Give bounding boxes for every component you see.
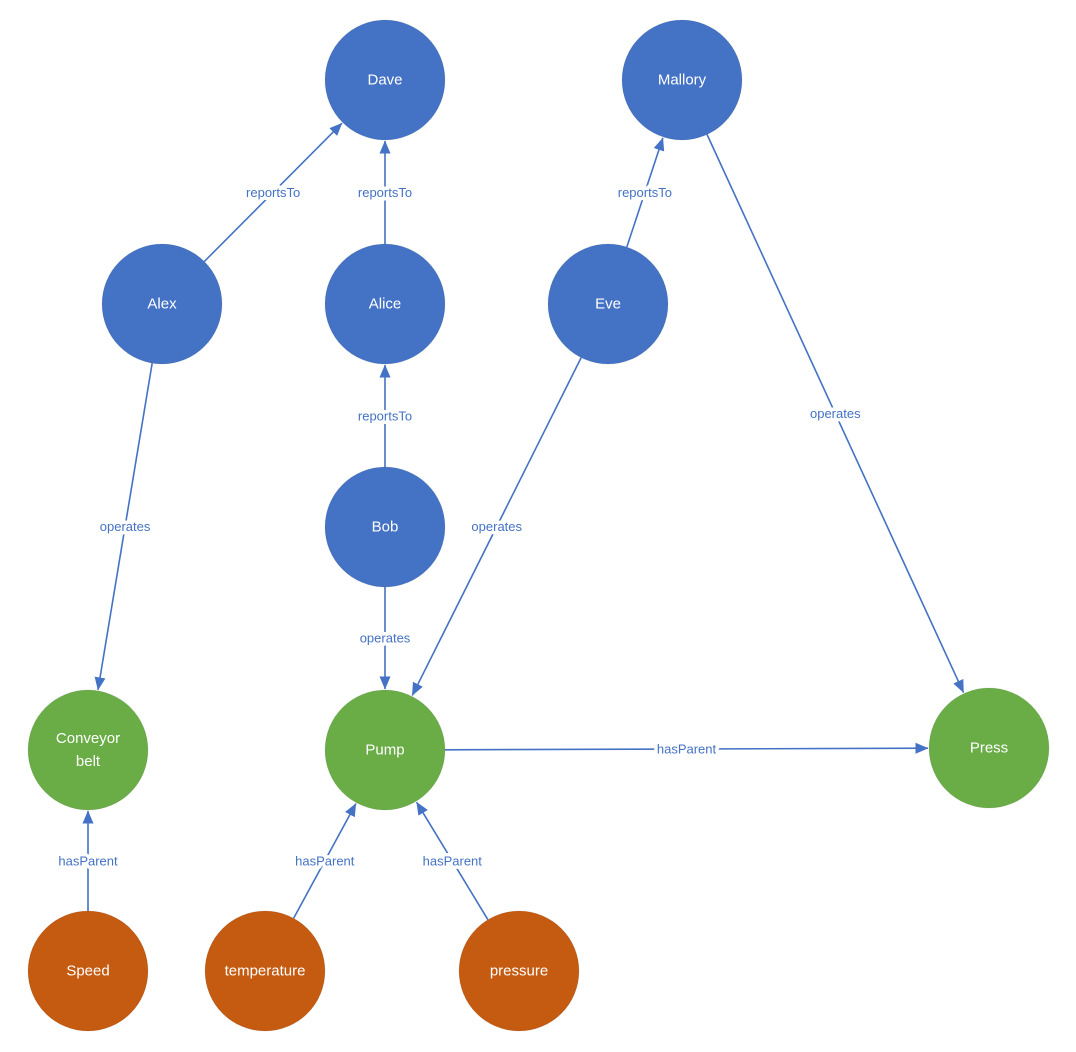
edge-alex-conveyor-belt bbox=[94, 363, 153, 691]
node-circle-press[interactable] bbox=[928, 687, 1050, 809]
edge-label-bob-pump: operates bbox=[360, 631, 411, 646]
edge-label-alex-dave: reportsTo bbox=[246, 185, 300, 200]
edge-label-eve-mallory: reportsTo bbox=[618, 185, 672, 200]
node-circle-dave[interactable] bbox=[324, 19, 446, 141]
node-temperature[interactable]: temperature bbox=[204, 910, 326, 1032]
node-alice[interactable]: Alice bbox=[324, 243, 446, 365]
node-dave[interactable]: Dave bbox=[324, 19, 446, 141]
node-pressure[interactable]: pressure bbox=[458, 910, 580, 1032]
node-circle-alice[interactable] bbox=[324, 243, 446, 365]
node-circle-pump[interactable] bbox=[324, 689, 446, 811]
edge-mallory-press bbox=[706, 134, 965, 694]
node-mallory[interactable]: Mallory bbox=[621, 19, 743, 141]
node-bob[interactable]: Bob bbox=[324, 466, 446, 588]
node-speed[interactable]: Speed bbox=[27, 910, 149, 1032]
edge-label-mallory-press: operates bbox=[810, 406, 861, 421]
edge-label-bob-alice: reportsTo bbox=[358, 409, 412, 424]
edge-pump-press bbox=[444, 742, 929, 754]
node-circle-conveyor-belt[interactable] bbox=[27, 689, 149, 811]
node-circle-bob[interactable] bbox=[324, 466, 446, 588]
node-circle-eve[interactable] bbox=[547, 243, 669, 365]
edge-eve-mallory bbox=[626, 137, 665, 248]
node-circle-speed[interactable] bbox=[27, 910, 149, 1032]
node-pump[interactable]: Pump bbox=[324, 689, 446, 811]
node-alex[interactable]: Alex bbox=[101, 243, 223, 365]
edge-label-pressure-pump: hasParent bbox=[423, 853, 483, 868]
edge-temperature-pump bbox=[292, 803, 357, 919]
edge-label-alex-conveyor-belt: operates bbox=[100, 519, 151, 534]
node-eve[interactable]: Eve bbox=[547, 243, 669, 365]
node-press[interactable]: Press bbox=[928, 687, 1050, 809]
edge-eve-pump bbox=[411, 357, 582, 696]
node-circle-mallory[interactable] bbox=[621, 19, 743, 141]
edge-pressure-pump bbox=[415, 801, 489, 921]
edge-label-pump-press: hasParent bbox=[657, 742, 717, 757]
node-circle-alex[interactable] bbox=[101, 243, 223, 365]
edge-alex-dave bbox=[203, 122, 343, 263]
node-circle-pressure[interactable] bbox=[458, 910, 580, 1032]
edge-label-temperature-pump: hasParent bbox=[295, 853, 355, 868]
node-circle-temperature[interactable] bbox=[204, 910, 326, 1032]
edge-label-eve-pump: operates bbox=[471, 519, 522, 534]
edge-label-speed-conveyor-belt: hasParent bbox=[58, 854, 118, 869]
edge-label-alice-dave: reportsTo bbox=[358, 185, 412, 200]
